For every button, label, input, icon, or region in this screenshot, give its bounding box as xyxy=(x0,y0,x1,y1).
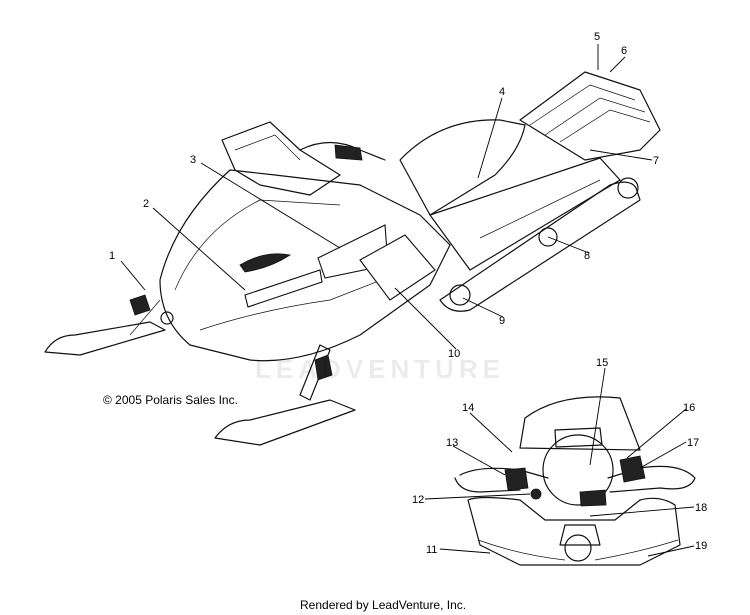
callout-16: 16 xyxy=(683,402,695,414)
callout-7: 7 xyxy=(653,155,659,167)
side-panel-decal xyxy=(359,234,436,301)
hood-decal xyxy=(244,269,323,308)
callout-8: 8 xyxy=(584,250,590,262)
callout-17: 17 xyxy=(687,437,699,449)
callout-9: 9 xyxy=(499,315,505,327)
watermark: LEADVENTURE xyxy=(255,354,505,384)
callout-12: 12 xyxy=(412,494,424,506)
callout-11: 11 xyxy=(426,544,437,556)
callout-15: 15 xyxy=(596,357,608,369)
credit-text: Rendered by LeadVenture, Inc. xyxy=(300,598,466,612)
callout-14: 14 xyxy=(462,402,474,414)
callout-4: 4 xyxy=(499,86,505,98)
copyright-text: © 2005 Polaris Sales Inc. xyxy=(103,393,238,407)
leader-lines xyxy=(120,44,695,557)
handlebar-detail-illustration xyxy=(454,396,696,566)
callout-1: 1 xyxy=(109,250,115,262)
callout-3: 3 xyxy=(190,154,196,166)
callout-labels: 1 2 3 4 5 6 7 8 9 10 11 12 13 14 15 16 1… xyxy=(109,31,707,556)
callout-2: 2 xyxy=(143,198,149,210)
callout-19: 19 xyxy=(695,540,707,552)
callout-5: 5 xyxy=(594,31,600,43)
callout-18: 18 xyxy=(695,502,707,514)
callout-13: 13 xyxy=(446,437,458,449)
callout-10: 10 xyxy=(448,348,460,360)
snowmobile-illustration xyxy=(44,71,661,446)
callout-6: 6 xyxy=(621,45,627,57)
